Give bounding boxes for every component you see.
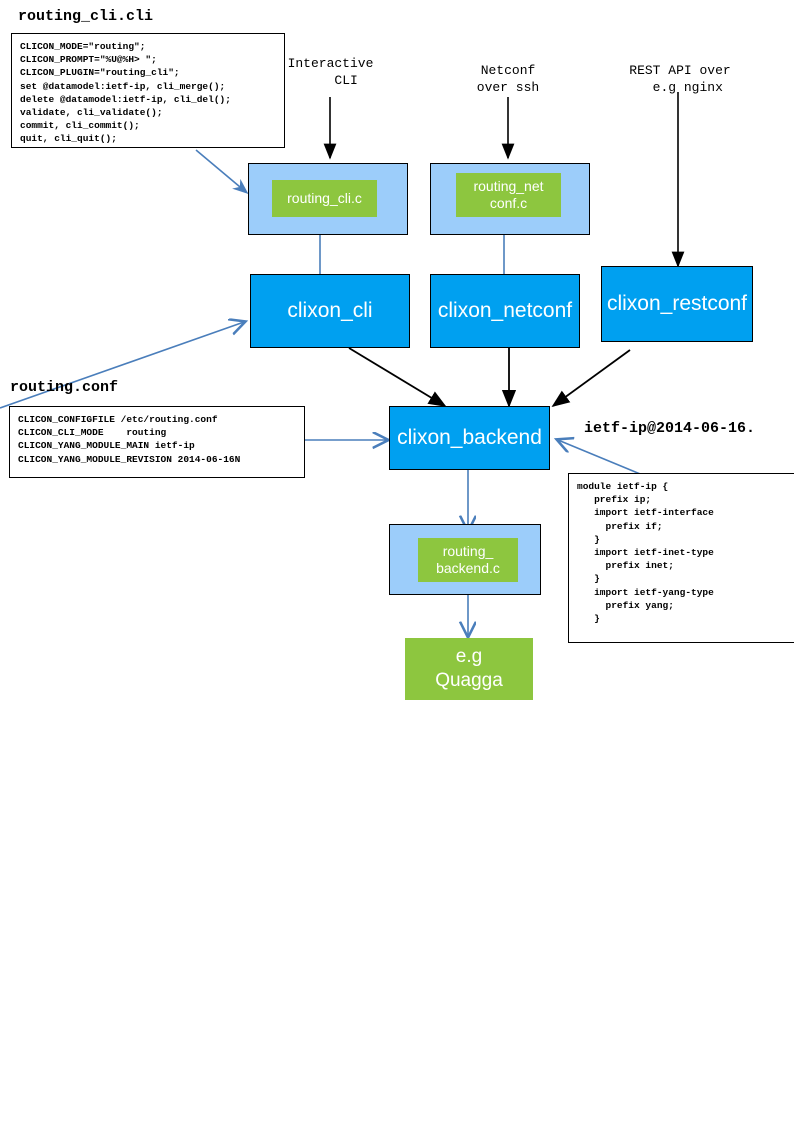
module-routing-backend-c: routing_ backend.c — [418, 538, 518, 582]
annotation-rest-api: REST API over e.g nginx — [629, 63, 731, 95]
code-line: CLICON_YANG_MODULE_MAIN ietf-ip — [18, 440, 195, 452]
annotation-interactive-cli: Interactive CLI — [287, 56, 374, 88]
process-clixon-cli[interactable]: clixon_cli — [250, 274, 410, 348]
code-line: module ietf-ip { — [577, 481, 669, 492]
code-line: import ietf-inet-type — [577, 547, 714, 559]
module-routing-netconf-c: routing_net conf.c — [456, 173, 561, 217]
process-clixon-netconf[interactable]: clixon_netconf — [430, 274, 580, 348]
code-line: import ietf-yang-type — [577, 586, 714, 598]
code-line: CLICON_CONFIGFILE /etc/routing.conf — [18, 414, 218, 425]
arrow-restconf-to-backend — [551, 349, 631, 408]
arrow-cli-file-to-plugin — [195, 149, 249, 195]
routing-cli-file-title: routing_cli.cli — [18, 8, 154, 25]
routing-conf-title: routing.conf — [10, 379, 119, 396]
process-clixon-restconf-label: clixon_restconf — [606, 292, 748, 315]
code-line: } — [577, 573, 600, 585]
routing-cli-code-box: CLICON_MODE="routing"; CLICON_PROMPT="%U@… — [11, 33, 285, 148]
code-line: prefix yang; — [577, 599, 674, 611]
code-line: delete @datamodel:ietf-ip, cli_del(); — [20, 93, 231, 105]
code-line: CLICON_YANG_MODULE_REVISION 2014-06-16N — [18, 453, 241, 465]
annotation-netconf-over-ssh: Netconf over ssh — [476, 63, 540, 95]
yang-module-code-box: module ietf-ip { prefix ip; import ietf-… — [568, 473, 794, 643]
process-clixon-restconf[interactable]: clixon_restconf — [601, 266, 753, 342]
code-line: CLICON_PROMPT="%U@%H> "; — [20, 54, 157, 66]
code-line: } — [577, 533, 600, 545]
code-line: commit, cli_commit(); — [20, 120, 140, 132]
code-line: prefix ip; — [577, 494, 652, 506]
code-line: CLICON_MODE="routing"; — [20, 41, 146, 52]
code-line: import ietf-interface — [577, 507, 714, 519]
external-quagga: e.g Quagga — [405, 638, 533, 700]
code-line: validate, cli_validate(); — [20, 107, 163, 119]
code-line: } — [577, 613, 600, 625]
yang-module-title: ietf-ip@2014-06-16. — [584, 420, 756, 437]
process-clixon-backend[interactable]: clixon_backend — [389, 406, 550, 470]
code-line: CLICON_CLI_MODE routing — [18, 427, 167, 439]
module-routing-cli-c: routing_cli.c — [272, 180, 377, 217]
code-line: quit, cli_quit(); — [20, 133, 117, 145]
code-line: set @datamodel:ietf-ip, cli_merge(); — [20, 80, 226, 92]
arrow-cli-to-backend — [348, 347, 447, 407]
code-line: CLICON_PLUGIN="routing_cli"; — [20, 67, 180, 79]
code-line: prefix if; — [577, 520, 663, 532]
code-line: prefix inet; — [577, 560, 674, 572]
